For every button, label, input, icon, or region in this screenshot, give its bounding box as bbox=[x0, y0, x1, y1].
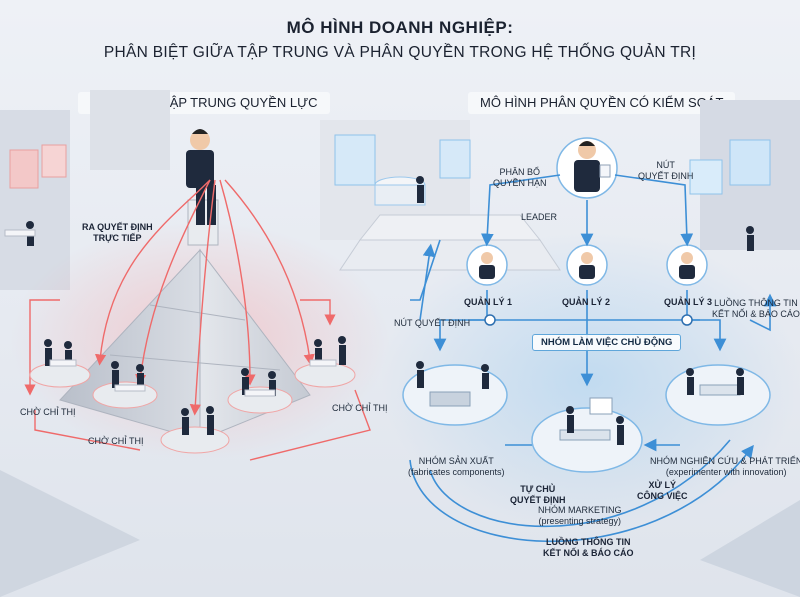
production-label: NHÓM SẢN XUẤT (fabricates components) bbox=[408, 456, 505, 478]
person-icon bbox=[416, 176, 754, 445]
allocate-label-line2: QUYỀN HẠN bbox=[493, 178, 547, 188]
node-label-top-line1: NÚT bbox=[656, 160, 675, 170]
node-icon bbox=[484, 314, 693, 326]
marketing-name: NHÓM MARKETING bbox=[538, 505, 622, 515]
rnd-label: NHÓM NGHIÊN CỨU & PHÁT TRIỂN (experiment… bbox=[650, 456, 800, 478]
flow-label-bottom-line2: KẾT NỐI & BÁO CÁO bbox=[543, 548, 634, 558]
self-decide-line2: QUYẾT ĐỊNH bbox=[510, 495, 566, 505]
page-subtitle: PHÂN BIỆT GIỮA TẬP TRUNG VÀ PHÂN QUYỀN T… bbox=[103, 44, 697, 61]
production-name: NHÓM SẢN XUẤT bbox=[418, 456, 494, 466]
node-label-top: NÚT QUYẾT ĐỊNH bbox=[638, 160, 693, 182]
wait-label-left: CHỜ CHỈ THỊ bbox=[20, 407, 76, 417]
allocate-label-line1: PHÂN BỔ bbox=[499, 167, 541, 177]
wait-label-right: CHỜ CHỈ THỊ bbox=[332, 403, 388, 413]
centralized-command-lines bbox=[24, 179, 371, 461]
manager-label-3: QUẢN LÝ 3 bbox=[664, 297, 713, 307]
wait-label-bottom: CHỜ CHỈ THỊ bbox=[88, 436, 144, 446]
manager-label-2: QUẢN LÝ 2 bbox=[562, 297, 611, 307]
handle-work-label: XỬ LÝ CÔNG VIỆC bbox=[637, 480, 688, 502]
self-decide-label: TỰ CHỦ QUYẾT ĐỊNH bbox=[510, 484, 566, 506]
self-decide-line1: TỰ CHỦ bbox=[520, 484, 556, 494]
manager-label-1: QUẢN LÝ 1 bbox=[464, 297, 513, 307]
rnd-name: NHÓM NGHIÊN CỨU & PHÁT TRIỂN bbox=[650, 456, 800, 466]
marketing-label: NHÓM MARKETING (presenting strategy) bbox=[538, 505, 622, 527]
flow-label-top: LUỒNG THÔNG TIN KẾT NỐI & BÁO CÁO bbox=[712, 298, 800, 320]
active-group-badge: NHÓM LÀM VIỆC CHỦ ĐỘNG bbox=[532, 334, 682, 351]
node-label-top-line2: QUYẾT ĐỊNH bbox=[638, 171, 694, 181]
right-section-banner: MÔ HÌNH PHÂN QUYỀN CÓ KIỂM SOÁT bbox=[468, 92, 736, 114]
handle-work-line1: XỬ LÝ bbox=[648, 480, 676, 490]
flow-label-bottom: LUỒNG THÔNG TIN KẾT NỐI & BÁO CÁO bbox=[543, 537, 634, 559]
desk-icon bbox=[4, 229, 337, 397]
flow-label-top-line1: LUỒNG THÔNG TIN bbox=[714, 298, 798, 308]
handle-work-line2: CÔNG VIỆC bbox=[637, 491, 688, 501]
page-title: MÔ HÌNH DOANH NGHIỆP: bbox=[286, 18, 514, 37]
leader-label: LEADER bbox=[521, 212, 558, 222]
node-label-left: NÚT QUYẾT ĐỊNH bbox=[394, 318, 471, 328]
monitor-icon bbox=[9, 134, 771, 195]
flow-label-bottom-line1: LUỒNG THÔNG TIN bbox=[546, 537, 631, 547]
person-icon bbox=[26, 221, 346, 435]
decision-label: RA QUYẾT ĐỊNH TRỰC TIẾP bbox=[82, 222, 153, 244]
decision-label-line2: TRỰC TIẾP bbox=[93, 233, 142, 243]
decision-label-line1: RA QUYẾT ĐỊNH bbox=[82, 222, 153, 232]
rnd-note: (experimenter with innovation) bbox=[665, 467, 787, 477]
manager-icon bbox=[466, 244, 708, 286]
page-title-block: MÔ HÌNH DOANH NGHIỆP: PHÂN BIỆT GIỮA TẬP… bbox=[0, 18, 800, 62]
flow-label-top-line2: KẾT NỐI & BÁO CÁO bbox=[712, 309, 800, 319]
allocate-label: PHÂN BỔ QUYỀN HẠN bbox=[493, 167, 547, 189]
production-note: (fabricates components) bbox=[408, 467, 505, 477]
leader-icon bbox=[556, 137, 618, 199]
decentralized-flow-lines bbox=[409, 174, 777, 543]
marketing-note: (presenting strategy) bbox=[538, 516, 622, 526]
